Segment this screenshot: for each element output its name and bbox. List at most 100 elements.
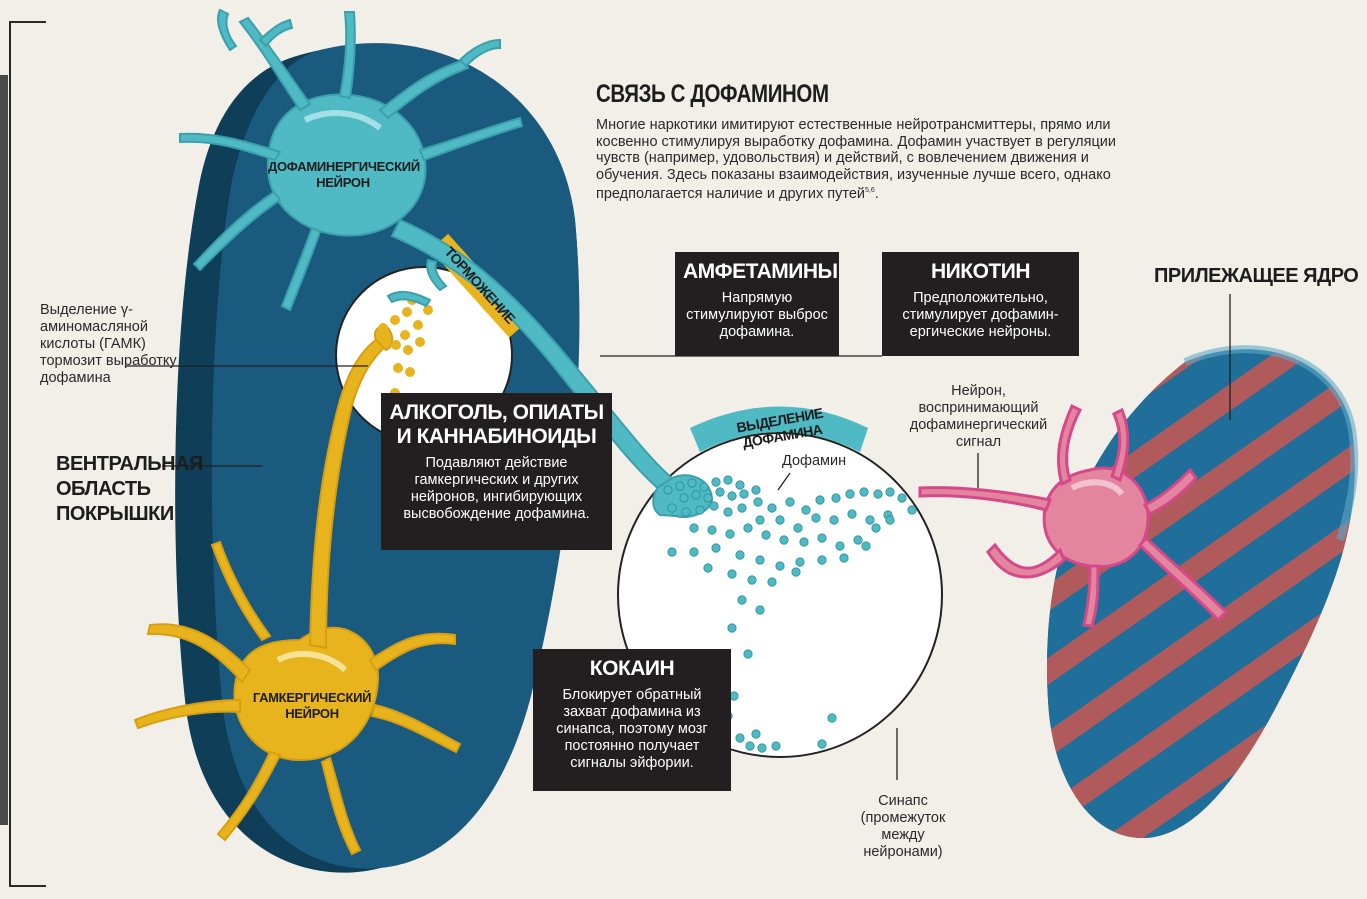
dopamine-particle — [768, 504, 776, 512]
dopamine-particle — [744, 524, 752, 532]
dopamine-particle — [716, 488, 724, 496]
dopamine-particle — [690, 524, 698, 532]
amphetamines-title: АМФЕТАМИНЫ — [683, 260, 831, 284]
intro-refs: 5,6 — [865, 187, 875, 194]
dopamine-particle — [854, 536, 862, 544]
dopamine-particle — [872, 524, 880, 532]
dopamine-particle — [724, 476, 732, 484]
dopamine-particle — [818, 534, 826, 542]
dopamine-particle — [664, 486, 672, 494]
dopamine-particle — [758, 744, 766, 752]
dopamine-particle — [848, 510, 856, 518]
dopamine-particle — [736, 481, 744, 489]
region-bracket — [10, 22, 46, 886]
dopamine-particle — [704, 564, 712, 572]
amphetamines-box: АМФЕТАМИНЫ Напрямую стимулируют выброс д… — [675, 252, 839, 356]
dopamine-particle — [696, 506, 704, 514]
dopamine-particle — [752, 486, 760, 494]
dopamine-particle — [728, 624, 736, 632]
dopamine-particle — [704, 494, 712, 502]
dopamine-particle — [692, 491, 700, 499]
dopamine-particle — [794, 524, 802, 532]
dopamine-particle — [754, 498, 762, 506]
dopamine-particle — [668, 504, 676, 512]
alcohol-box: АЛКОГОЛЬ, ОПИАТЫ И КАННАБИНОИДЫ Подавляю… — [381, 393, 612, 550]
dopamine-particle — [676, 482, 684, 490]
dopamine-particle — [738, 504, 746, 512]
dopamine-particle — [886, 516, 894, 524]
dopamine-particle — [762, 531, 770, 539]
dopamine-particle — [792, 568, 800, 576]
amphetamines-text: Напрямую стимулируют выброс дофамина. — [683, 290, 831, 341]
dopamine-particle — [836, 542, 844, 550]
dopamine-particle — [908, 506, 916, 514]
dopamine-particle — [830, 516, 838, 524]
dopamine-particle — [818, 556, 826, 564]
dopamine-particle — [740, 490, 748, 498]
cocaine-box: КОКАИН Блокирует обратный захват дофамин… — [533, 649, 731, 791]
dopamine-particle — [746, 742, 754, 750]
dopamine-particle — [768, 578, 776, 586]
dopamine-particle — [728, 570, 736, 578]
dopamine-particle — [786, 498, 794, 506]
dopaminergic-neuron-label: ДОФАМИНЕРГИЧЕСКИЙ НЕЙРОН — [268, 159, 418, 191]
dopamine-particle — [756, 556, 764, 564]
dopamine-particle — [688, 479, 696, 487]
intro-text: Многие наркотики имитируют естественные … — [596, 117, 1156, 202]
nicotine-title: НИКОТИН — [890, 260, 1071, 284]
dopamine-particle — [730, 692, 738, 700]
nucleus-accumbens-label: ПРИЛЕЖАЩЕЕ ЯДРО — [1154, 265, 1358, 287]
dopamine-particle — [772, 742, 780, 750]
dopamine-particle — [710, 502, 718, 510]
dopamine-particle — [738, 596, 746, 604]
synapse-label: Синапс (промежуток между нейронами) — [848, 793, 958, 861]
dopamine-particle — [862, 542, 870, 550]
alcohol-text: Подавляют действие гамкергических и друг… — [389, 455, 604, 523]
dopamine-label: Дофамин — [782, 453, 846, 470]
dopamine-particle — [700, 483, 708, 491]
alcohol-title: АЛКОГОЛЬ, ОПИАТЫ И КАННАБИНОИДЫ — [389, 401, 604, 449]
dopamine-particle — [726, 530, 734, 538]
dopamine-particle — [736, 551, 744, 559]
dopamine-particle — [712, 478, 720, 486]
dopamine-particle — [812, 514, 820, 522]
vta-label: ВЕНТРАЛЬНАЯ ОБЛАСТЬ ПОКРЫШКИ — [56, 452, 171, 527]
dopamine-particle — [724, 508, 732, 516]
receiving-neuron-label: Нейрон, воспринимающий дофаминергический… — [896, 383, 1061, 451]
dopamine-particle — [668, 548, 676, 556]
dopamine-particle — [816, 496, 824, 504]
dopamine-particle — [756, 516, 764, 524]
dopamine-particle — [736, 734, 744, 742]
dopamine-particle — [744, 650, 752, 658]
dopamine-particle — [752, 730, 760, 738]
dopamine-particle — [776, 516, 784, 524]
dopamine-particle — [832, 494, 840, 502]
dopamine-particle — [818, 740, 826, 748]
intro-end: . — [875, 186, 879, 202]
nicotine-text: Предположительно, стимулирует дофамин-ер… — [890, 290, 1071, 341]
dopamine-particle — [828, 714, 836, 722]
gaba-release-label: Выделение γ-аминомасляной кислоты (ГАМК)… — [40, 302, 190, 387]
bracket-shade — [0, 75, 8, 825]
dopamine-particle — [756, 606, 764, 614]
dopamine-particle — [802, 506, 810, 514]
page-title: СВЯЗЬ С ДОФАМИНОМ — [596, 80, 829, 109]
dopamine-particle — [712, 544, 720, 552]
intro-body: Многие наркотики имитируют естественные … — [596, 117, 1116, 202]
gaba-neuron-label: ГАМКЕРГИЧЕСКИЙ НЕЙРОН — [252, 690, 372, 722]
dopamine-particle — [898, 494, 906, 502]
dopamine-particle — [840, 554, 848, 562]
dopamine-particle — [690, 548, 698, 556]
cocaine-title: КОКАИН — [541, 657, 723, 681]
dopamine-particle — [682, 508, 690, 516]
dopamine-particle — [846, 490, 854, 498]
dopamine-particle — [886, 488, 894, 496]
dopamine-particle — [796, 558, 804, 566]
dopamine-particle — [776, 562, 784, 570]
cocaine-text: Блокирует обратный захват дофамина из си… — [541, 687, 723, 772]
dopamine-particle — [728, 492, 736, 500]
dopamine-particle — [866, 516, 874, 524]
dopamine-particle — [800, 538, 808, 546]
dopamine-particle — [780, 536, 788, 544]
dopamine-particle — [708, 526, 716, 534]
